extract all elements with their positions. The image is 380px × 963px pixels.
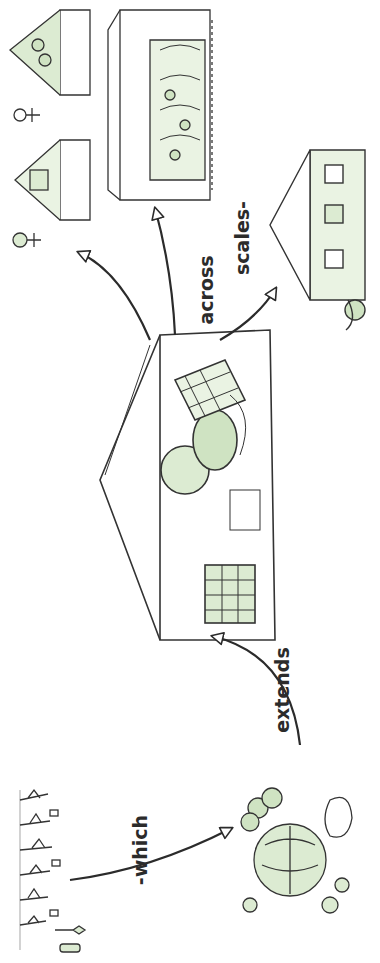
flow-label: across bbox=[194, 255, 216, 324]
market-scene bbox=[10, 10, 90, 247]
flow-arrows bbox=[70, 208, 300, 880]
garden-building bbox=[108, 10, 212, 200]
flow-label: -which bbox=[129, 815, 151, 885]
flow-label: scales- bbox=[231, 201, 253, 275]
small-house bbox=[270, 150, 365, 330]
seedlings bbox=[20, 790, 85, 952]
central-house bbox=[100, 330, 275, 640]
vegetables bbox=[241, 788, 352, 913]
flow-label: extends bbox=[271, 647, 293, 733]
